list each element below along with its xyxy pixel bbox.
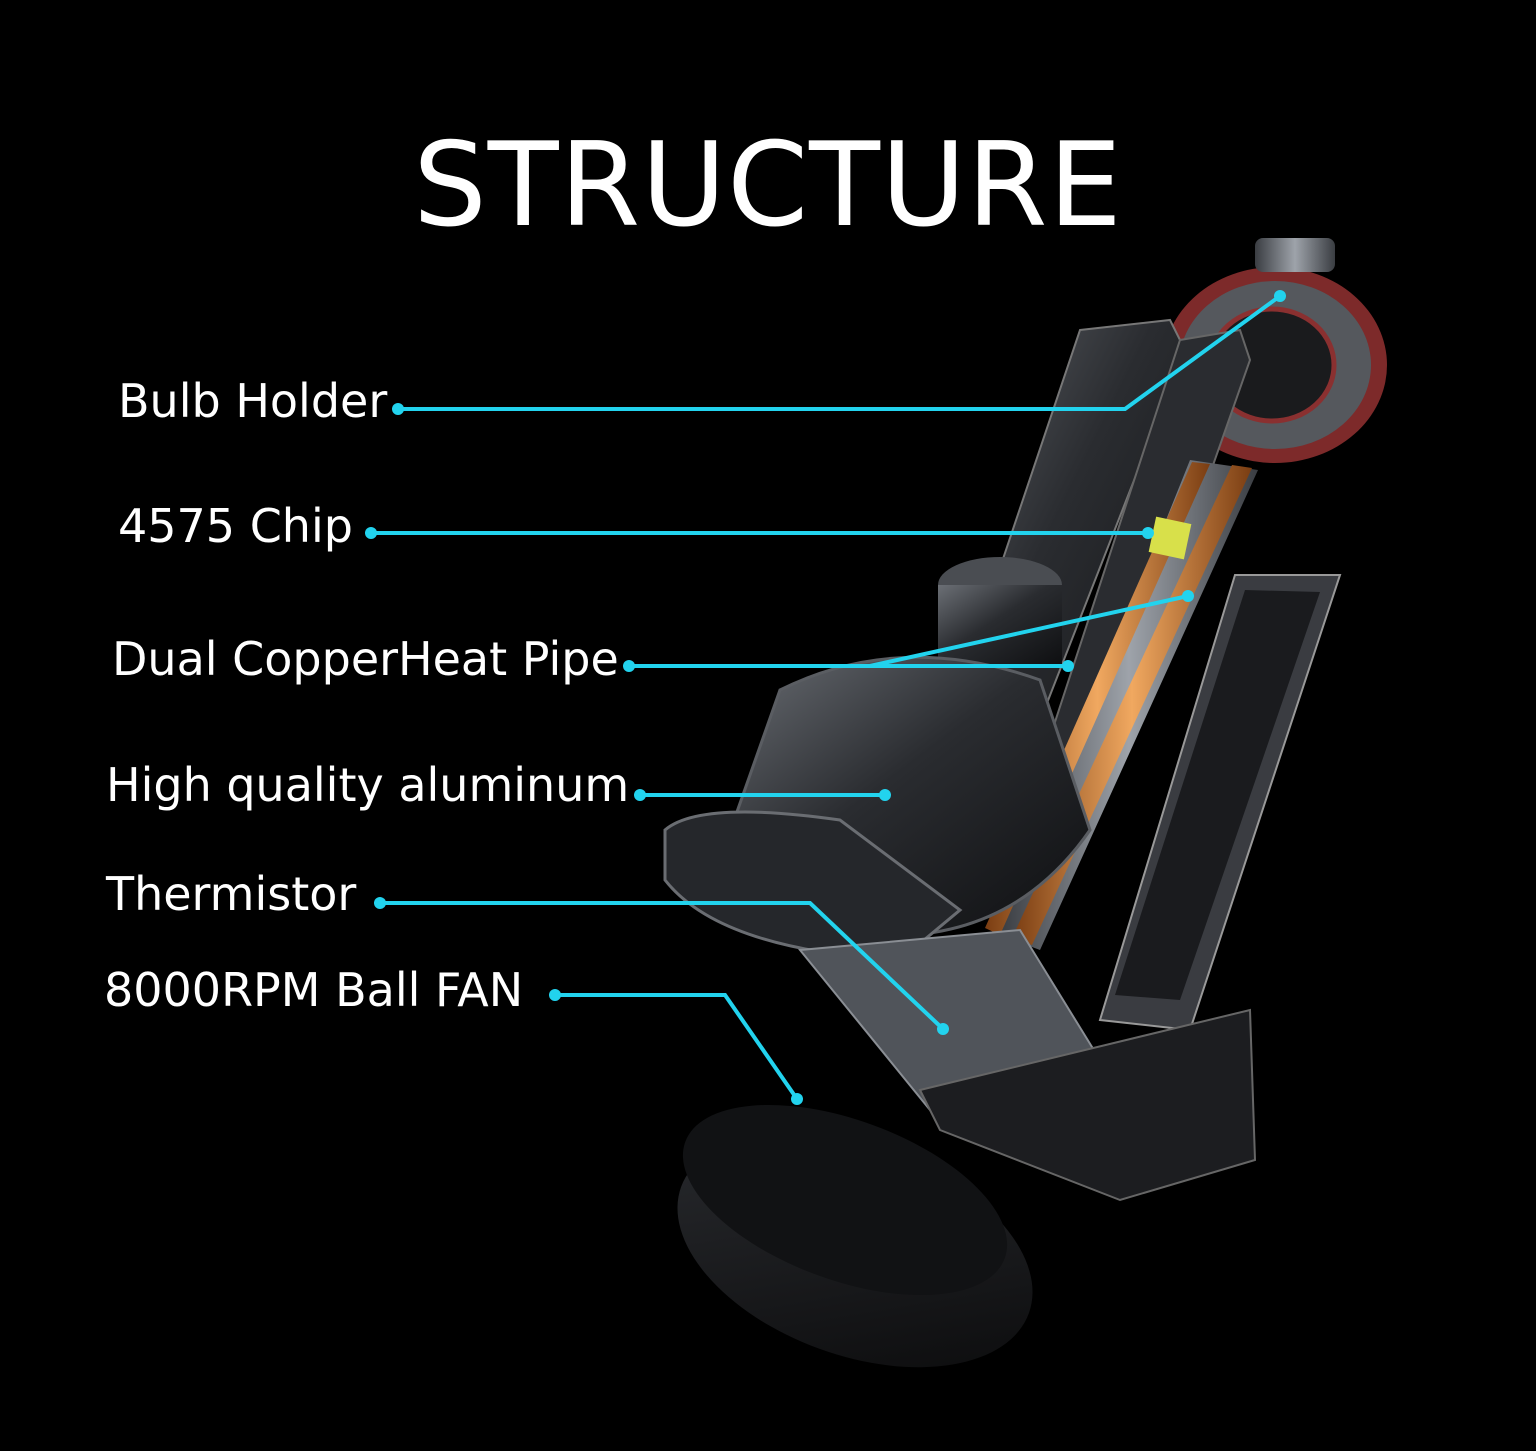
- page-title: STRUCTURE: [413, 118, 1123, 253]
- label-thermistor: Thermistor: [106, 867, 357, 921]
- leader-fan: [555, 993, 799, 1101]
- label-4575-chip: 4575 Chip: [118, 499, 353, 553]
- callout-lines: [371, 294, 1282, 1101]
- leader-thermistor: [380, 901, 945, 1031]
- heatsink-fins: [798, 928, 1257, 1202]
- label-high-quality-aluminum: High quality aluminum: [106, 758, 630, 812]
- aluminum-body: [663, 557, 1092, 962]
- leader-bulb-holder: [398, 294, 1282, 411]
- label-8000rpm-ball-fan: 8000RPM Ball FAN: [104, 963, 524, 1017]
- leader-heat-pipe-branch: [869, 594, 1189, 668]
- label-dual-copper-heat-pipe: Dual CopperHeat Pipe: [112, 632, 619, 686]
- label-bulb-holder: Bulb Holder: [118, 374, 388, 428]
- callout-dots: [365, 290, 1286, 1105]
- fan-ring: [677, 1104, 1033, 1368]
